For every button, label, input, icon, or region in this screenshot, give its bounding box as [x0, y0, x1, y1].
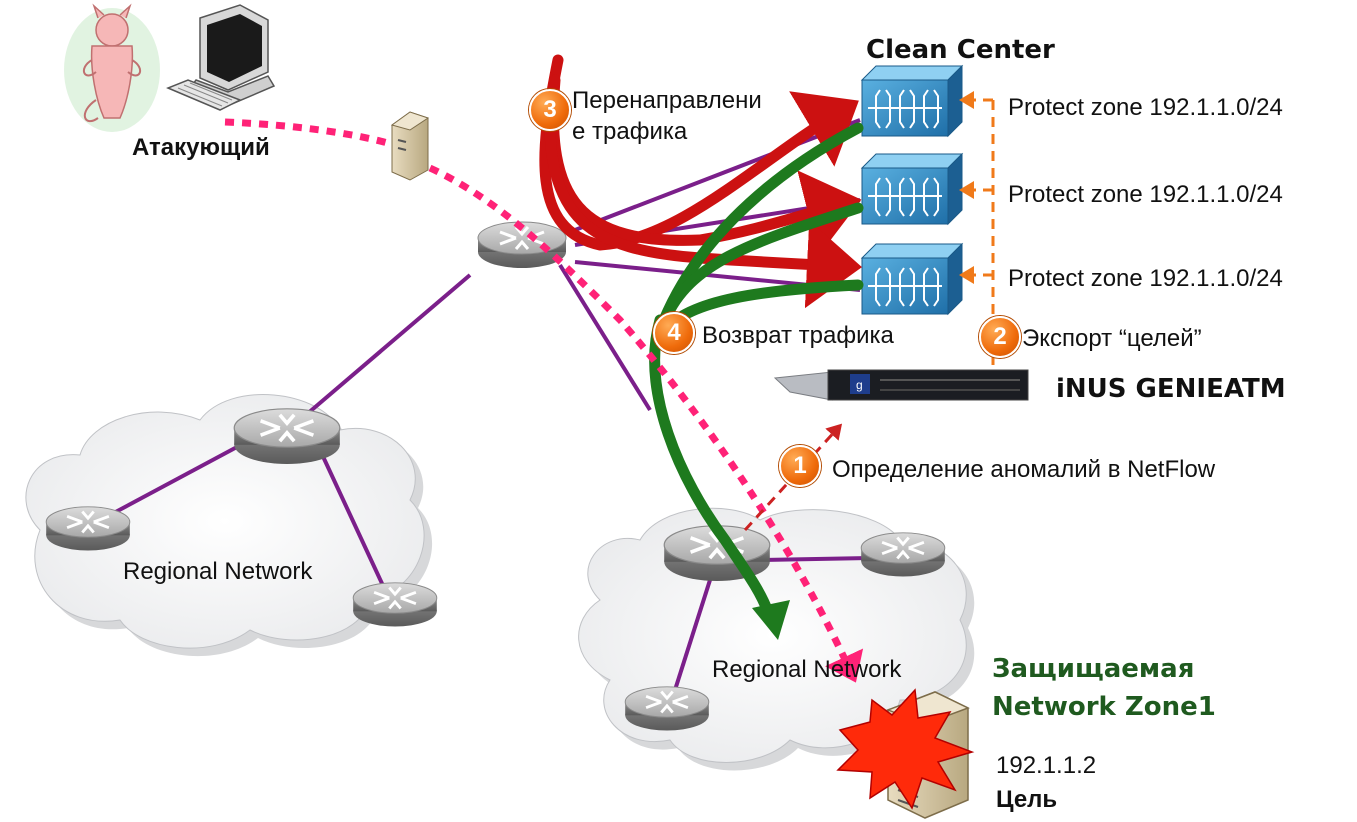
protected-zone-label-line2: Network Zone1	[992, 692, 1216, 722]
edge-router-right-1	[859, 531, 947, 578]
edge-router-left-2	[351, 581, 439, 628]
attacker-devil-icon	[64, 3, 160, 132]
clean-center-title: Clean Center	[866, 35, 1055, 65]
step-1-badge: 1	[779, 445, 821, 487]
attacker-computer-icon	[166, 4, 276, 111]
regional-router-left	[232, 406, 342, 466]
genie-atm-appliance: g	[773, 369, 1029, 401]
svg-text:g: g	[856, 378, 863, 392]
export-lines	[959, 91, 995, 378]
target-ip-label: 192.1.1.2	[996, 752, 1097, 779]
step-2-badge: 2	[979, 316, 1021, 358]
protect-zone-label-1: Protect zone 192.1.1.0/24	[1008, 94, 1283, 121]
return-arrow-head	[752, 600, 790, 640]
regional-network-left-label: Regional Network	[123, 558, 313, 585]
protected-zone-label-line1: Защищаемая	[992, 654, 1195, 684]
clean-center-device-3	[861, 243, 963, 315]
step-3-badge: 3	[529, 89, 571, 131]
redirect-label-line1: Перенаправлени	[572, 87, 762, 114]
redirect-traffic-arrows	[539, 54, 862, 309]
edge-router-left-1	[44, 505, 132, 552]
attacker-label: Атакующий	[132, 134, 270, 161]
regional-network-right-label: Regional Network	[712, 656, 902, 683]
protect-zone-label-2: Protect zone 192.1.1.0/24	[1008, 181, 1283, 208]
target-label: Цель	[996, 786, 1058, 813]
edge-router-right-2	[623, 685, 711, 732]
intermediate-server-icon	[390, 111, 430, 181]
step-4-badge: 4	[653, 312, 695, 354]
return-traffic-label: Возврат трафика	[702, 322, 894, 349]
export-targets-label: Экспорт “целей”	[1022, 325, 1202, 352]
genie-atm-label: iNUS GENIEATM	[1056, 374, 1286, 404]
anomaly-detection-label: Определение аномалий в NetFlow	[832, 456, 1216, 483]
explosion-icon	[836, 688, 975, 810]
protect-zone-label-3: Protect zone 192.1.1.0/24	[1008, 265, 1283, 292]
clean-center-device-2	[861, 153, 963, 225]
clean-center-device-1	[861, 65, 963, 137]
redirect-label-line2: е трафика	[572, 118, 688, 145]
